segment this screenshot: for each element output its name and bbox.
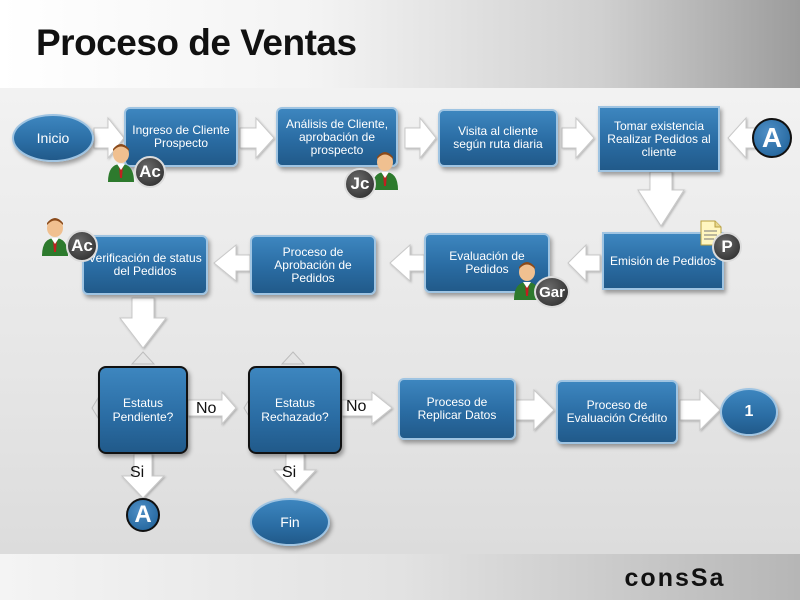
- footer-bar: [0, 554, 800, 600]
- tomar-existencia-label: Tomar existencia Realizar Pedidos al cli…: [607, 118, 711, 159]
- replicar-datos-label: Proceso de Replicar Datos: [417, 395, 497, 422]
- label-si: Si: [130, 464, 145, 481]
- consa-logo: consSa: [625, 566, 726, 590]
- tomar-existencia-box: Tomar existencia Realizar Pedidos al cli…: [598, 102, 724, 172]
- emision-pedidos-label: Emisión de Pedidos: [609, 253, 717, 268]
- label-si: Si: [282, 464, 297, 481]
- start-node-label: Inicio: [36, 130, 70, 146]
- title-bar: [0, 0, 800, 88]
- logo-text: consSa: [625, 566, 726, 590]
- label-no: No: [196, 400, 217, 417]
- aprobacion-pedidos-box: Proceso de Aprobación de Pedidos: [250, 235, 376, 295]
- person-icon: [108, 144, 134, 182]
- connector-a-bottom: A: [126, 498, 160, 532]
- visita-cliente-box: Visita al cliente según ruta diaria: [438, 109, 558, 167]
- badge-ac-label: Ac: [71, 236, 93, 255]
- decision-rechazado-label: Estatus Rechazado?: [261, 396, 329, 424]
- decision-estatus-rechazado: Estatus Rechazado?: [248, 366, 342, 454]
- evaluacion-credito-box: Proceso de Evaluación Crédito: [556, 380, 678, 444]
- label-no: No: [346, 398, 367, 415]
- replicar-datos-box: Proceso de Replicar Datos: [398, 378, 516, 440]
- verificacion-status-label: Verificación de status del Pedidos: [88, 251, 202, 278]
- badge-ac-label: Ac: [139, 162, 161, 181]
- connector-a-bottom-label: A: [134, 501, 152, 528]
- connector-a-top: A: [752, 118, 792, 158]
- decision-pendiente-label: Estatus Pendiente?: [112, 396, 174, 424]
- badge-ac: Ac: [66, 230, 98, 262]
- badge-p-label: P: [721, 237, 733, 256]
- connector-1-label: 1: [744, 403, 754, 420]
- evaluacion-credito-label: Proceso de Evaluación Crédito: [566, 398, 668, 425]
- badge-p: P: [712, 232, 742, 262]
- aprobacion-pedidos-label: Proceso de Aprobación de Pedidos: [274, 244, 352, 285]
- connector-1: 1: [720, 388, 778, 436]
- badge-ac: Ac: [134, 156, 166, 188]
- analisis-cliente-label: Análisis de Cliente, aprobación de prosp…: [285, 116, 389, 157]
- verificacion-status-box: Verificación de status del Pedidos: [82, 235, 208, 295]
- badge-gar: Gar: [534, 276, 570, 308]
- connector-a-top-label: A: [761, 122, 783, 153]
- visita-cliente-label: Visita al cliente según ruta diaria: [453, 124, 543, 151]
- page-title: Proceso de Ventas: [36, 22, 357, 63]
- evaluacion-pedidos-label: Evaluación de Pedidos: [449, 249, 525, 276]
- person-icon: [514, 262, 540, 300]
- person-icon: [42, 218, 68, 256]
- ingreso-cliente-label: Ingreso de Cliente Prospecto: [132, 123, 230, 150]
- badge-jc: Jc: [344, 168, 376, 200]
- badge-gar-label: Gar: [539, 283, 565, 301]
- end-node-label: Fin: [280, 514, 300, 530]
- end-node: Fin: [250, 498, 330, 546]
- emision-pedidos-box: Emisión de Pedidos: [602, 232, 724, 290]
- decision-estatus-pendiente: Estatus Pendiente?: [98, 366, 188, 454]
- start-node: Inicio: [12, 114, 94, 162]
- badge-jc-label: Jc: [350, 174, 370, 193]
- person-icon: [372, 152, 398, 190]
